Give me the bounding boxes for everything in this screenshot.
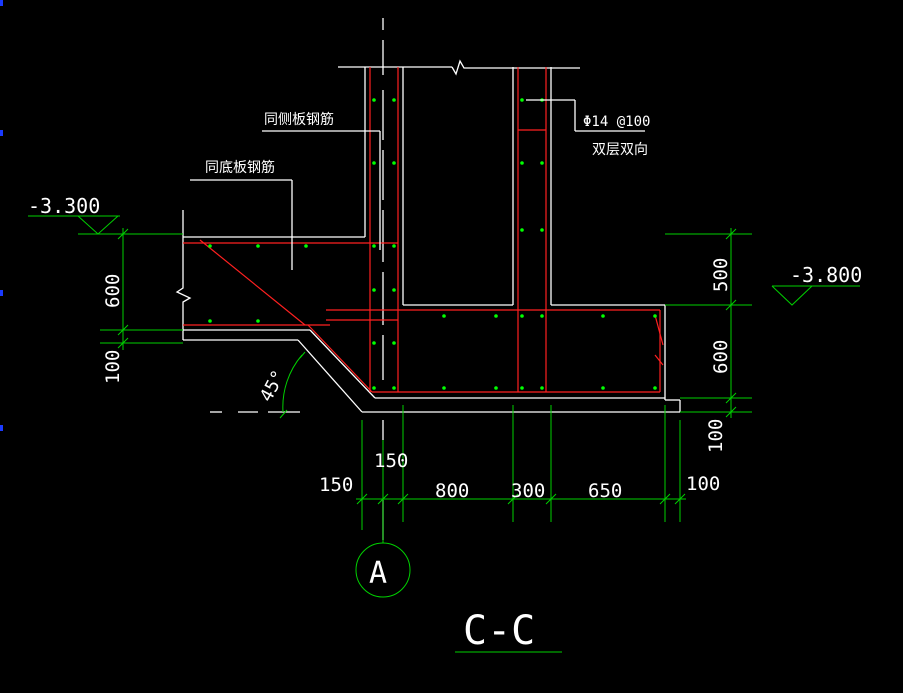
side-slab-rebar-label: 同侧板钢筋: [264, 111, 334, 128]
grid-axis-a-label: A: [369, 556, 387, 591]
dimension-left-600: 600: [102, 274, 124, 308]
dimension-bottom-800: 800: [435, 480, 469, 502]
dimension-right-500: 500: [710, 258, 732, 292]
section-title: C-C: [463, 608, 535, 654]
rebar-double-label: 双层双向: [592, 142, 648, 158]
concrete-outline: [175, 18, 681, 540]
rebar-spec-label: Φ14 @100: [583, 114, 650, 130]
dimension-bottom-150-upper: 150: [374, 450, 408, 472]
elevation-left-label: -3.300: [28, 194, 100, 218]
elevation-right-label: -3.800: [790, 263, 862, 287]
rebar-dots: [208, 98, 657, 390]
angle-45-label: 45°: [256, 367, 290, 406]
dimension-bottom-650: 650: [588, 480, 622, 502]
bottom-slab-rebar-label: 同底板钢筋: [205, 159, 275, 176]
left-edge-marker: [0, 0, 3, 6]
left-edge-marker: [0, 290, 3, 296]
left-edge-marker: [0, 425, 3, 431]
dimension-bottom-300: 300: [511, 480, 545, 502]
rebar-lines: [183, 67, 664, 393]
dimension-left-100: 100: [102, 350, 124, 384]
left-edge-marker: [0, 130, 3, 136]
dimension-right-100: 100: [705, 419, 727, 453]
dimension-bottom-150-lower: 150: [319, 474, 353, 496]
dimension-right-600: 600: [710, 340, 732, 374]
annotation-leaders: [190, 99, 645, 270]
dimension-bottom-100: 100: [686, 473, 720, 495]
dimension-lines: [28, 215, 860, 653]
